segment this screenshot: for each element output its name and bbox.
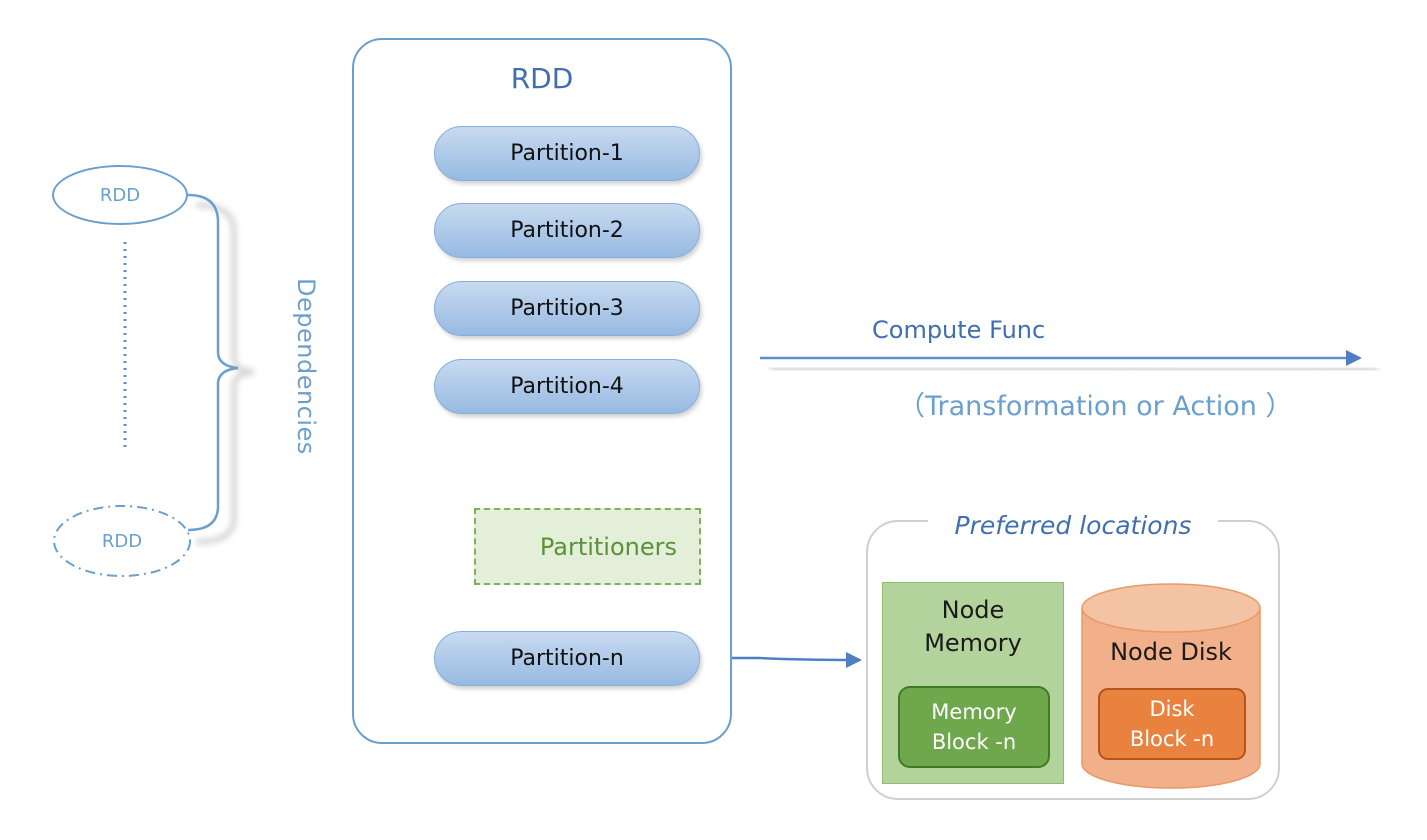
disk-block-line1: Disk: [1149, 697, 1195, 721]
partition-3: Partition-3: [434, 281, 700, 336]
node-memory-label-line1: Node: [941, 596, 1005, 624]
compute-func-sublabel: （Transformation or Action ）: [898, 391, 1293, 422]
dependencies-bracket: [187, 193, 239, 532]
memory-block-line2: Block -n: [931, 730, 1017, 754]
dependency-rdd-top: RDD: [52, 165, 188, 225]
partition-n: Partition-n: [434, 631, 700, 686]
preferred-location-arrow: [700, 651, 862, 668]
compute-arrow-shadow: [769, 365, 1379, 373]
compute-func-label: Compute Func: [872, 316, 1046, 344]
partition-1: Partition-1: [434, 126, 700, 181]
node-memory-label-line2: Memory: [924, 629, 1022, 657]
partitioners-box: Partitioners: [474, 508, 701, 585]
node-disk-label: Node Disk: [1110, 638, 1232, 666]
preferred-locations-title: Preferred locations: [928, 506, 1218, 544]
node-memory-label: Node Memory: [882, 594, 1064, 660]
rdd-title: RDD: [510, 61, 574, 95]
dependencies-label: Dependencies: [292, 278, 320, 455]
rdd-ellipse-dashed: [53, 505, 191, 577]
memory-block-line1: Memory: [931, 700, 1017, 724]
disk-block: Disk Block -n: [1098, 688, 1246, 760]
partition-4: Partition-4: [434, 359, 700, 414]
dependencies-bracket-shadow: [195, 202, 255, 545]
partition-2: Partition-2: [434, 203, 700, 258]
memory-block: Memory Block -n: [898, 686, 1050, 768]
disk-block-line2: Block -n: [1129, 727, 1215, 751]
dependency-rdd-bottom: RDD: [101, 530, 143, 552]
